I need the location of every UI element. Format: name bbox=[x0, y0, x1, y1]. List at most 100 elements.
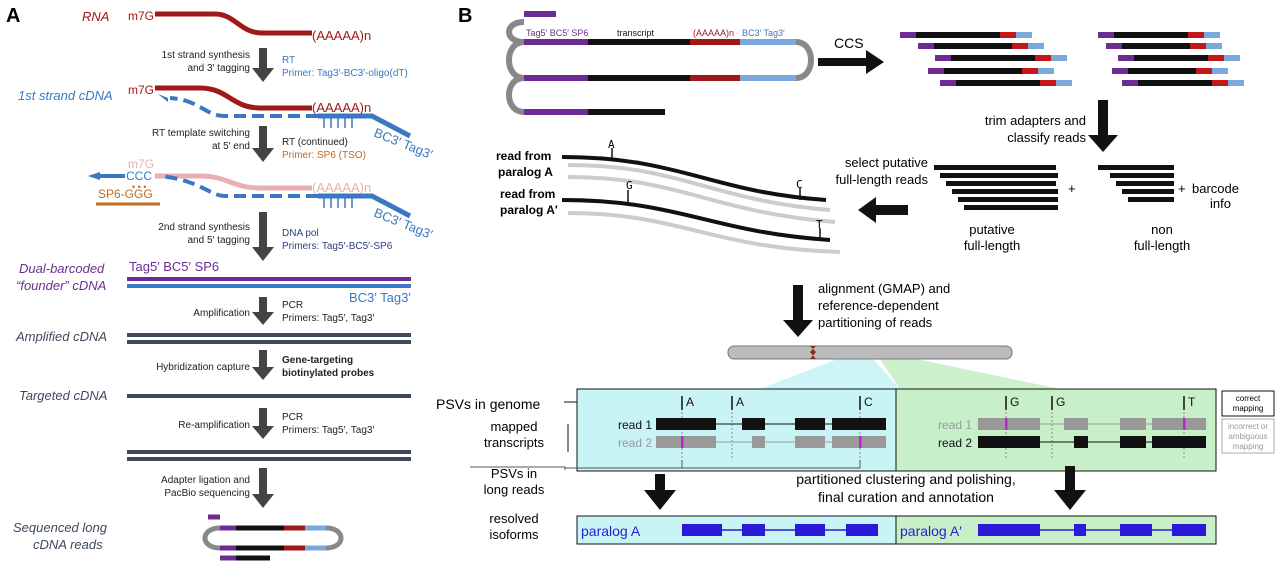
ccs-read-tag5 bbox=[940, 80, 956, 86]
align-label-3: partitioning of reads bbox=[818, 315, 933, 330]
ccs-read-polya bbox=[1190, 43, 1206, 49]
non-label-1: non bbox=[1151, 222, 1173, 237]
founder-cdna: Tag5′ BC5′ SP6 BC3′ Tag3′ bbox=[127, 259, 411, 305]
ccs-read-body bbox=[1122, 43, 1190, 49]
putative-bar bbox=[952, 189, 1058, 194]
dots-label: • • • bbox=[132, 182, 146, 192]
exon-block bbox=[1152, 436, 1206, 448]
stage-first-strand: 1st strand cDNA bbox=[18, 88, 113, 103]
step-2b: at 5′ end bbox=[212, 141, 250, 152]
chromosome bbox=[727, 345, 1060, 389]
ccs-read-tag5 bbox=[1118, 55, 1134, 61]
resolved-label-1: resolved bbox=[489, 511, 538, 526]
ccs-read-bc3 bbox=[1016, 32, 1032, 38]
ccs-read-polya bbox=[1188, 32, 1204, 38]
step-3a: 2nd strand synthesis bbox=[158, 222, 250, 233]
ccs-read-bc3 bbox=[1204, 32, 1220, 38]
ccs-read-tag5 bbox=[935, 55, 951, 61]
reagent-dna-pol: DNA pol bbox=[282, 228, 319, 239]
step-1a: 1st strand synthesis bbox=[162, 50, 250, 61]
exon-block bbox=[832, 418, 886, 430]
plus-1: + bbox=[1068, 181, 1076, 196]
putative-bar bbox=[958, 197, 1058, 202]
ccs-label: CCS bbox=[834, 35, 864, 51]
ccs-read-body bbox=[956, 80, 1040, 86]
ccc-label: CCC bbox=[126, 169, 152, 183]
putative-bar bbox=[964, 205, 1058, 210]
ccs-read-bc3 bbox=[1228, 80, 1244, 86]
non-full-bar bbox=[1116, 181, 1174, 186]
psv-mark bbox=[1183, 418, 1186, 430]
cluster-label-2: final curation and annotation bbox=[818, 489, 994, 505]
track-label: C bbox=[864, 395, 873, 409]
ts-cap-label: m7G bbox=[128, 157, 154, 171]
ccs-read-bc3 bbox=[1051, 55, 1067, 61]
psv-mark bbox=[1005, 418, 1008, 430]
track-label: G bbox=[1010, 395, 1019, 409]
arrow-step-6 bbox=[252, 408, 274, 439]
non-full-bar bbox=[1122, 189, 1174, 194]
ccs-transcript-label: transcript bbox=[617, 28, 655, 38]
track-label: read 1 bbox=[618, 418, 652, 432]
isoform-exon bbox=[795, 524, 825, 536]
psv-genome-label: PSVs in genome bbox=[436, 396, 540, 412]
select-label-1: select putative bbox=[845, 155, 928, 170]
ccs-read-body bbox=[1128, 68, 1196, 74]
psv-long-label-1: PSVs in bbox=[491, 466, 537, 481]
stage-amplified: Amplified cDNA bbox=[15, 329, 107, 344]
legend-incorrect-1: incorrect or bbox=[1228, 422, 1268, 431]
read-a-label-2: paralog A bbox=[498, 165, 553, 179]
ccs-read-polya bbox=[1040, 80, 1056, 86]
exon-block bbox=[742, 418, 765, 430]
track-label: read 2 bbox=[938, 436, 972, 450]
ccs-read-tag5 bbox=[1112, 68, 1128, 74]
ccs-read-bc3 bbox=[1038, 68, 1054, 74]
amplified-cdna bbox=[127, 333, 411, 344]
step-3b: and 5′ tagging bbox=[188, 235, 251, 246]
putative-bar bbox=[946, 181, 1056, 186]
founder-bc3-label: BC3′ Tag3′ bbox=[349, 290, 411, 305]
step-7b: PacBio sequencing bbox=[164, 488, 250, 499]
track-label: A bbox=[736, 395, 744, 409]
legend-correct-box bbox=[1221, 390, 1275, 417]
reagent-primer-3: Primers: Tag5′-BC5′-SP6 bbox=[282, 241, 393, 252]
legend-incorrect-2: ambiguous bbox=[1228, 432, 1267, 441]
ccs-read-tag5 bbox=[1098, 32, 1114, 38]
ccs-read-bc3 bbox=[1056, 80, 1072, 86]
track-label: read 1 bbox=[938, 418, 972, 432]
arrow-step-1 bbox=[252, 48, 274, 82]
plus-2: + bbox=[1178, 181, 1186, 196]
snp-t: T bbox=[816, 218, 823, 231]
step-7a: Adapter ligation and bbox=[161, 475, 250, 486]
paralog-reads: A G C T read from paralog A read from pa… bbox=[496, 138, 841, 254]
psv-long-label-2: long reads bbox=[484, 482, 545, 497]
read-a-label-1: read from bbox=[496, 149, 551, 163]
resolved-label-2: isoforms bbox=[489, 527, 539, 542]
legend-incorrect-3: mapping bbox=[1233, 442, 1264, 451]
stage-dual-1: Dual-barcoded bbox=[19, 261, 105, 276]
arrow-step-7 bbox=[252, 468, 274, 508]
panel-b-label: B bbox=[458, 5, 472, 27]
putative-bar bbox=[934, 165, 1056, 170]
reagent-rt: RT bbox=[282, 55, 295, 66]
exon-block bbox=[978, 418, 1040, 430]
arrow-step-5 bbox=[252, 350, 274, 380]
step-1b: and 3′ tagging bbox=[188, 63, 251, 74]
exon-block bbox=[1120, 418, 1146, 430]
ccs-arrow bbox=[818, 50, 884, 74]
sequenced-read-a bbox=[202, 514, 344, 561]
ccs-read-bc3 bbox=[1224, 55, 1240, 61]
legend-correct-1: correct bbox=[1236, 394, 1261, 403]
exon-block bbox=[795, 418, 825, 430]
mapped-label-1: mapped bbox=[491, 419, 538, 434]
isoform-exon bbox=[1172, 524, 1206, 536]
panel-a-label: A bbox=[6, 5, 20, 27]
isoform-exon bbox=[846, 524, 878, 536]
down-arrow-right bbox=[1054, 466, 1086, 510]
reagent-primers-2: Primers: Tag5′, Tag3′ bbox=[282, 425, 374, 436]
ccs-read-polya bbox=[1012, 43, 1028, 49]
ccs-read-polya bbox=[1035, 55, 1051, 61]
mapped-label-2: transcripts bbox=[484, 435, 544, 450]
